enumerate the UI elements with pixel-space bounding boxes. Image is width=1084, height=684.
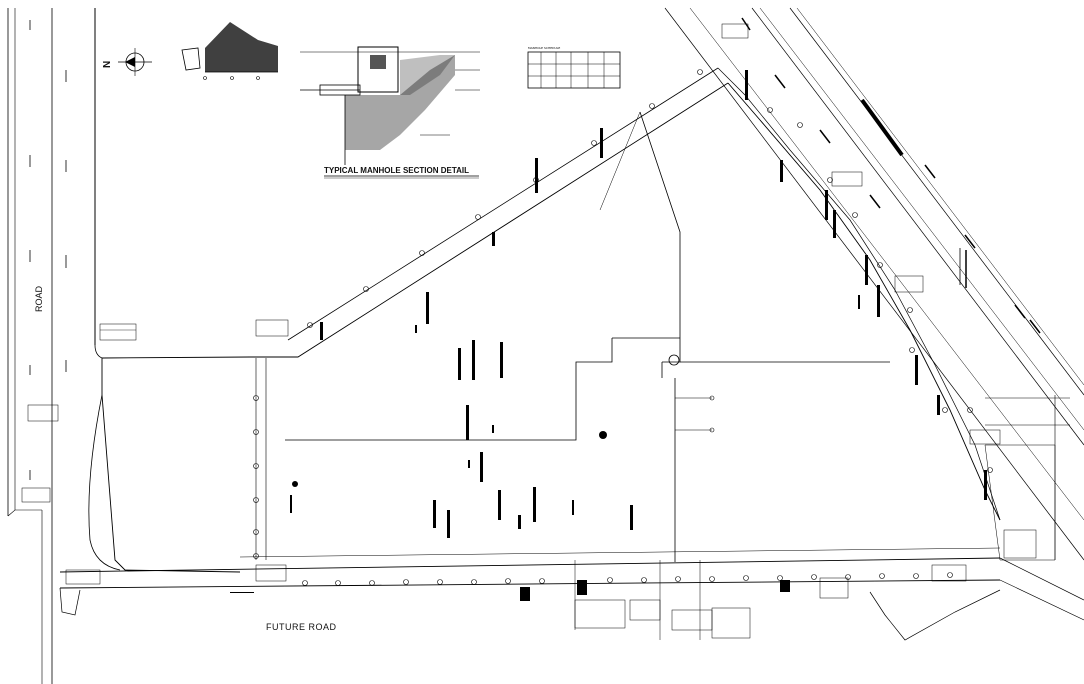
drainage-manholes bbox=[239, 69, 1001, 586]
manhole-section-detail: TYPICAL MANHOLE SECTION DETAIL bbox=[300, 46, 480, 179]
manhole-detail-title: TYPICAL MANHOLE SECTION DETAIL bbox=[324, 166, 469, 175]
left-road: ROAD bbox=[7, 8, 103, 684]
manhole-schedule-table: MANHOLE SCHEDULE bbox=[527, 46, 621, 89]
road-label-left: ROAD bbox=[34, 285, 44, 312]
north-arrow: N bbox=[102, 48, 152, 76]
internal-lines bbox=[285, 111, 890, 562]
lane-arrows-left bbox=[29, 20, 67, 480]
hatched-detail bbox=[181, 22, 278, 80]
site-boundary bbox=[59, 67, 1084, 641]
right-road bbox=[664, 7, 1084, 561]
plan-symbols bbox=[230, 70, 987, 601]
future-road-label: FUTURE ROAD bbox=[266, 622, 337, 632]
annotation-blocks bbox=[21, 23, 1037, 640]
schedule-title: MANHOLE SCHEDULE bbox=[528, 46, 560, 50]
north-label: N bbox=[102, 61, 113, 68]
